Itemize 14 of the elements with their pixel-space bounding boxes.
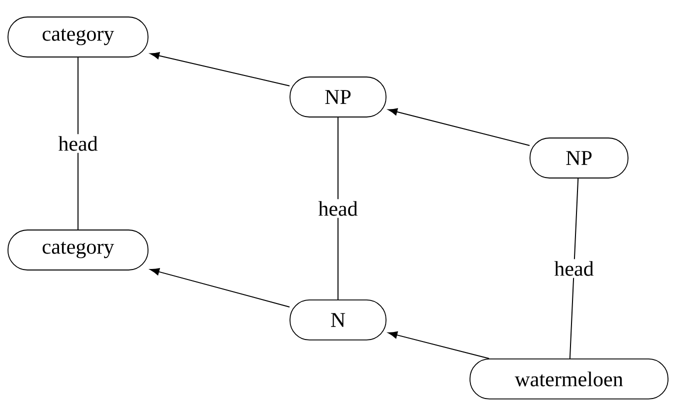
rounded-node: NP <box>290 76 386 118</box>
rounded-node: category <box>8 230 148 270</box>
rounded-node: NP <box>530 138 628 178</box>
rounded-node: category <box>8 16 148 58</box>
connector-line <box>569 178 579 360</box>
edge-label: head <box>56 134 100 153</box>
arrow <box>150 268 290 308</box>
arrow <box>388 108 530 146</box>
arrow <box>388 331 490 360</box>
rounded-node: watermeloen <box>470 358 668 400</box>
rounded-node: N <box>290 300 386 340</box>
edge-label: head <box>552 259 596 278</box>
edge-label: head <box>316 199 360 218</box>
arrow <box>150 52 290 86</box>
